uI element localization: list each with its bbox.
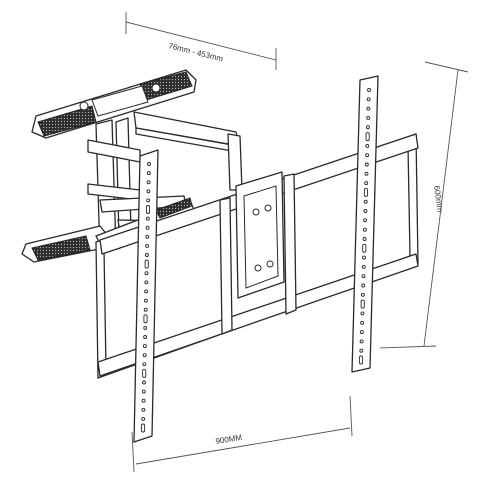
- tv-frame: [95, 133, 419, 379]
- center-bolt-1: [252, 208, 260, 216]
- bracket-hole: [145, 216, 150, 221]
- bracket-hole: [365, 153, 370, 158]
- inner-post-left: [219, 197, 233, 335]
- bracket-hole: [362, 255, 366, 260]
- bracket-hole: [141, 389, 146, 394]
- bracket-hole: [146, 198, 151, 203]
- bracket-hole: [143, 314, 148, 324]
- center-bolt-2: [264, 204, 272, 212]
- bracket-hole: [144, 271, 149, 276]
- bracket-hole: [143, 298, 148, 303]
- bracket-hole: [144, 253, 149, 257]
- depth-dim-line: [125, 21, 277, 61]
- bracket-hole: [142, 362, 147, 367]
- bracket-hole: [145, 205, 151, 214]
- bracket-hole: [141, 398, 146, 403]
- bracket-hole: [141, 416, 146, 421]
- bracket-hole: [361, 264, 366, 269]
- bracket-hole: [360, 299, 365, 309]
- width-dim-line: [135, 427, 351, 465]
- depth-dimension: 76mm - 453mm: [125, 12, 277, 70]
- arm-brace-1: [87, 139, 141, 163]
- bracket-hole: [144, 289, 149, 294]
- bracket-hole: [142, 380, 146, 385]
- bracket-hole: [358, 355, 364, 365]
- lower-plate-mesh: [31, 235, 91, 261]
- bracket-hole: [361, 274, 366, 279]
- inner-post-right: [283, 173, 297, 315]
- bracket-hole: [364, 181, 369, 186]
- bracket-hole: [362, 237, 367, 241]
- bracket-hole: [146, 189, 151, 194]
- bracket-hole: [366, 115, 371, 120]
- bracket-hole: [366, 97, 371, 102]
- upper-plate-center: [91, 85, 149, 117]
- bracket-hole: [143, 307, 148, 312]
- bracket-hole: [364, 162, 369, 167]
- left-vertical-bracket: [133, 149, 159, 443]
- elbow-pivot: [227, 133, 243, 191]
- bracket-hole: [141, 407, 146, 412]
- width-dim-label: 900MM: [215, 433, 243, 446]
- bracket-hole: [359, 339, 364, 344]
- bracket-hole: [363, 218, 368, 223]
- bracket-hole: [362, 243, 367, 253]
- height-dim-ext-bottom: [379, 345, 437, 349]
- bracket-hole: [360, 311, 365, 316]
- bracket-hole: [361, 283, 366, 288]
- bracket-hole: [143, 335, 148, 339]
- center-bolt-4: [266, 260, 274, 268]
- center-bolt-3: [254, 264, 262, 272]
- left-bracket-body: [133, 149, 159, 443]
- bracket-hole: [364, 171, 369, 176]
- bracket-hole: [359, 330, 364, 335]
- bracket-hole: [363, 209, 368, 213]
- upper-plate-bolt-right: [151, 83, 161, 93]
- bracket-hole: [142, 344, 147, 349]
- bracket-hole: [142, 368, 147, 378]
- width-dim-ext-right: [349, 395, 353, 437]
- bracket-hole: [363, 187, 369, 197]
- bracket-hole: [360, 292, 365, 297]
- bracket-hole: [142, 353, 147, 358]
- bracket-hole: [145, 243, 150, 248]
- center-mount-inner: [243, 185, 279, 289]
- height-dim-ext-top: [424, 61, 469, 73]
- bracket-hole: [145, 225, 150, 230]
- upper-wall-plate: [31, 69, 197, 139]
- left-bracket-holes: [140, 162, 151, 433]
- upper-plate-bolt-left: [79, 101, 89, 111]
- bracket-hole: [146, 171, 151, 176]
- bracket-hole: [146, 180, 151, 185]
- bracket-hole: [362, 227, 367, 232]
- bracket-hole: [367, 88, 371, 92]
- height-dim-line: [423, 69, 459, 347]
- bracket-hole: [144, 259, 149, 269]
- bracket-hole: [365, 125, 370, 130]
- bracket-hole: [359, 348, 364, 353]
- bracket-hole: [147, 162, 151, 166]
- bracket-hole: [365, 143, 370, 148]
- bracket-hole: [365, 132, 370, 142]
- bracket-hole: [360, 320, 365, 325]
- right-vertical-bracket: [351, 75, 379, 373]
- bracket-hole: [366, 106, 371, 111]
- right-bracket-holes: [358, 88, 371, 365]
- bottom-rail: [97, 253, 419, 377]
- bracket-hole: [363, 199, 368, 204]
- bracket-hole: [140, 423, 146, 433]
- lower-plate-mesh-right: [155, 197, 193, 219]
- bracket-hole: [145, 234, 150, 239]
- height-dimension: 600mm: [379, 61, 469, 349]
- upper-plate-mesh-left: [37, 105, 97, 137]
- arm-brace-2: [87, 183, 141, 201]
- bracket-hole: [143, 325, 148, 330]
- right-bracket-body: [351, 75, 379, 373]
- width-dim-ext-left: [131, 431, 135, 473]
- width-dimension: 900MM: [131, 395, 353, 473]
- bracket-hole: [144, 280, 149, 285]
- height-dim-label: 600mm: [432, 185, 445, 213]
